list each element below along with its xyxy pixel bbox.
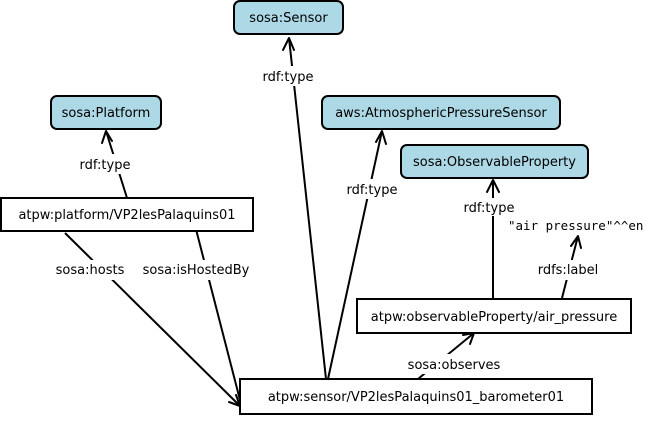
edge-property-type	[486, 179, 500, 298]
edge-label-sensor-type: rdf:type	[263, 70, 314, 85]
edge-aws-type	[327, 130, 387, 380]
edge-label-hosts: sosa:hosts	[56, 263, 125, 278]
node-label: atpw:platform/VP2lesPalaquins01	[18, 208, 235, 223]
node-platform-instance[interactable]: atpw:platform/VP2lesPalaquins01	[0, 197, 254, 232]
literal-text: "air pressure"^^en	[508, 218, 643, 233]
node-sosa-observable-property[interactable]: sosa:ObservableProperty	[400, 144, 589, 179]
edge-label-property-type: rdf:type	[464, 201, 515, 216]
literal-air-pressure: "air pressure"^^en	[508, 218, 643, 233]
node-label: aws:AtmosphericPressureSensor	[335, 106, 547, 121]
node-label: sosa:ObservableProperty	[413, 155, 576, 170]
edge-hosts	[64, 232, 241, 407]
edge-label-rdfs-label: rdfs:label	[538, 263, 599, 278]
edge-hosted-by	[185, 205, 241, 401]
node-aws-atmospheric-pressure-sensor[interactable]: aws:AtmosphericPressureSensor	[321, 95, 561, 130]
edge-label-observes: sosa:observes	[408, 358, 501, 373]
node-observable-property-instance[interactable]: atpw:observableProperty/air_pressure	[356, 298, 632, 334]
node-label: atpw:sensor/VP2lesPalaquins01_barometer0…	[268, 390, 564, 405]
node-sensor-instance[interactable]: atpw:sensor/VP2lesPalaquins01_barometer0…	[239, 378, 593, 415]
node-label: atpw:observableProperty/air_pressure	[371, 310, 617, 325]
node-label: sosa:Sensor	[249, 11, 328, 26]
edge-label-platform-type: rdf:type	[80, 158, 131, 173]
node-label: sosa:Platform	[62, 106, 151, 121]
edge-label-hosted-by: sosa:isHostedBy	[143, 263, 250, 278]
edge-label-aws-type: rdf:type	[347, 183, 398, 198]
edge-sensor-type	[282, 37, 327, 380]
node-sosa-sensor[interactable]: sosa:Sensor	[233, 0, 344, 35]
node-sosa-platform[interactable]: sosa:Platform	[50, 95, 162, 130]
